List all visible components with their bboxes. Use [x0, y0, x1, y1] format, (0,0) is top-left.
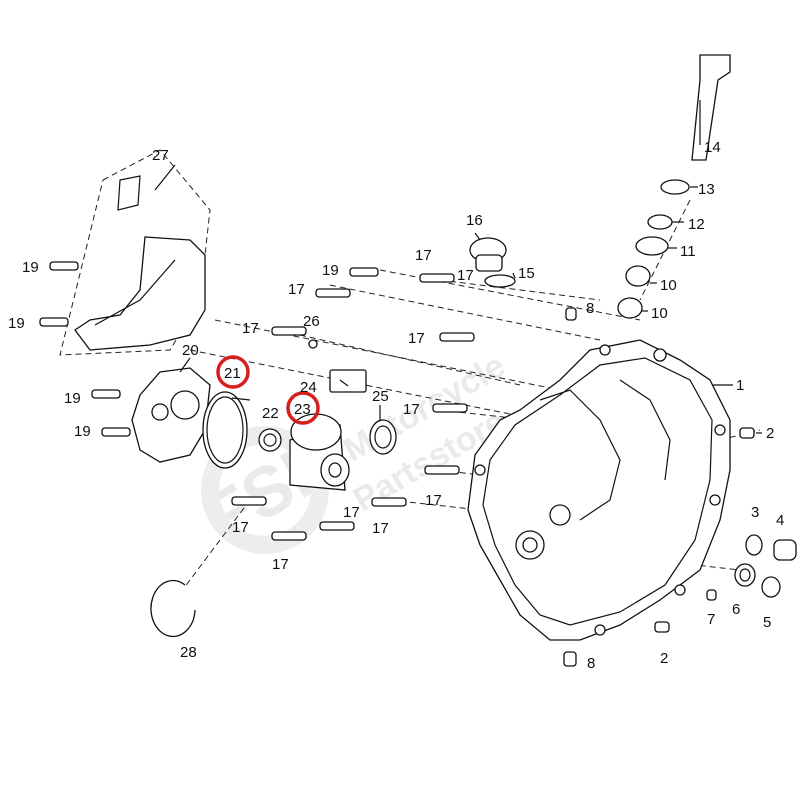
circlip	[150, 579, 196, 638]
callout-17: 17	[415, 247, 432, 264]
callout-10: 10	[651, 305, 668, 322]
callout-19: 19	[74, 423, 91, 440]
callout-17: 17	[272, 556, 289, 573]
crankcase-cover	[467, 339, 731, 641]
gasket-plate	[329, 369, 367, 393]
callout-19: 19	[8, 315, 25, 332]
highlight-markers	[216, 355, 320, 425]
callout-17: 17	[425, 492, 442, 509]
callout-19: 19	[322, 262, 339, 279]
callout-8: 8	[587, 655, 595, 672]
callout-17: 17	[288, 281, 305, 298]
callout-10: 10	[660, 277, 677, 294]
callout-17: 17	[408, 330, 425, 347]
callout-1: 1	[736, 377, 744, 394]
callout-4: 4	[776, 512, 784, 529]
callout-labels: 1 2 2 3 4 5 6 7 8 8 10 10 11 12 13 14 15…	[8, 139, 784, 672]
oil-filler-cap	[469, 237, 516, 288]
highlight-21	[216, 355, 250, 389]
spring	[258, 428, 282, 452]
callout-20: 20	[182, 342, 199, 359]
callout-5: 5	[763, 614, 771, 631]
callout-19: 19	[64, 390, 81, 407]
callout-28: 28	[180, 644, 197, 661]
callout-17: 17	[457, 267, 474, 284]
callout-2: 2	[660, 650, 668, 667]
callout-13: 13	[698, 181, 715, 198]
callout-21: 21	[224, 365, 241, 382]
bolts	[39, 261, 475, 541]
clutch-cover-guard	[74, 175, 206, 351]
small-parts	[563, 307, 797, 667]
clutch-housing-cover	[131, 367, 211, 463]
callout-16: 16	[466, 212, 483, 229]
callout-26: 26	[303, 313, 320, 330]
callout-27: 27	[152, 147, 169, 164]
callout-14: 14	[704, 139, 721, 156]
callout-12: 12	[688, 216, 705, 233]
leader-lines	[154, 100, 762, 434]
callout-17: 17	[242, 320, 259, 337]
highlight-23	[286, 391, 320, 425]
callout-8: 8	[586, 300, 594, 317]
callout-3: 3	[751, 504, 759, 521]
callout-19: 19	[22, 259, 39, 276]
callout-7: 7	[707, 611, 715, 628]
oil-filter	[289, 413, 350, 491]
o-ring	[202, 391, 248, 469]
oil-seal	[369, 419, 397, 455]
callout-23: 23	[294, 401, 311, 418]
callout-6: 6	[732, 601, 740, 618]
callout-25: 25	[372, 388, 389, 405]
callout-11: 11	[680, 243, 696, 260]
callout-15: 15	[518, 265, 535, 282]
callout-17: 17	[343, 504, 360, 521]
callout-22: 22	[262, 405, 279, 422]
callout-17: 17	[403, 401, 420, 418]
callout-17: 17	[372, 520, 389, 537]
callout-2: 2	[766, 425, 774, 442]
callout-24: 24	[300, 379, 317, 396]
callout-17: 17	[232, 519, 249, 536]
shift-shaft-assembly	[617, 54, 731, 319]
